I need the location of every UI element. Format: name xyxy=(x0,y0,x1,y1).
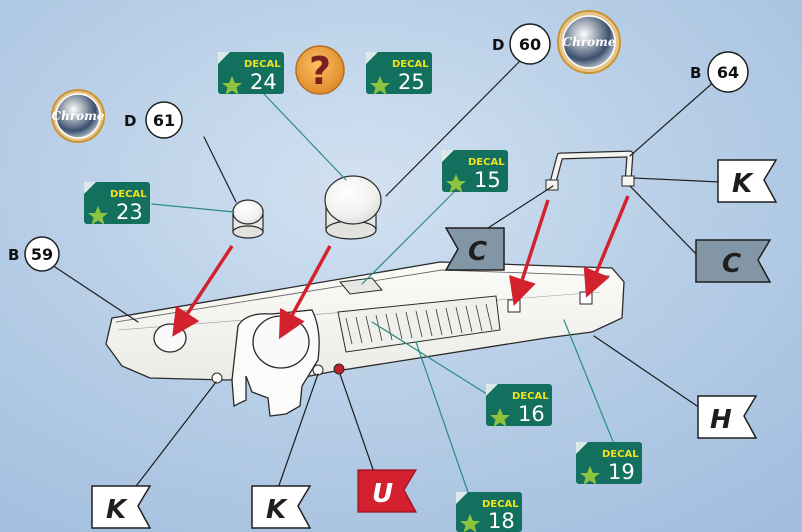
decal-label: DECAL xyxy=(512,391,549,402)
flag-letter: U xyxy=(372,479,393,509)
callout-number: 61 xyxy=(153,111,175,130)
decal-label: DECAL xyxy=(602,449,639,460)
callout-letter: D xyxy=(124,112,136,130)
decal-number: 18 xyxy=(488,509,515,532)
paint-flag-c-right: C xyxy=(696,240,770,282)
callout-number: 60 xyxy=(519,35,541,54)
decal-tag-23: DECAL 23 xyxy=(84,182,150,225)
flag-letter: C xyxy=(468,237,487,267)
question-badge: ? xyxy=(296,46,344,94)
decal-tag-18: DECAL 18 xyxy=(456,492,522,532)
flag-letter: C xyxy=(722,249,741,279)
decal-number: 19 xyxy=(608,460,635,484)
decal-label: DECAL xyxy=(468,157,505,168)
mount-hole-left xyxy=(508,300,520,312)
callout-letter: B xyxy=(8,246,19,264)
decal-label: DECAL xyxy=(392,59,429,70)
decal-label: DECAL xyxy=(110,189,147,200)
large-gauge-cap xyxy=(325,176,381,239)
decal-number: 24 xyxy=(250,70,277,94)
decal-tag-15: DECAL 15 xyxy=(442,150,508,193)
chrome-label: Chrome xyxy=(563,35,616,49)
center-gauge-hole xyxy=(253,316,309,368)
decal-tag-25: DECAL 25 xyxy=(366,52,432,95)
chrome-badge-d60: Chrome xyxy=(558,11,620,73)
chrome-label: Chrome xyxy=(52,109,105,123)
decal-number: 15 xyxy=(474,168,501,192)
decal-tag-24: DECAL 24 xyxy=(218,52,284,95)
flag-letter: K xyxy=(106,495,128,525)
callout-number: 59 xyxy=(31,245,53,264)
callout-letter: D xyxy=(492,36,504,54)
small-gauge-cap xyxy=(233,200,263,238)
decal-tag-16: DECAL 16 xyxy=(486,384,552,427)
flag-letter: K xyxy=(266,495,288,525)
decal-label: DECAL xyxy=(244,59,281,70)
decal-tag-19: DECAL 19 xyxy=(576,442,642,485)
flag-letter: K xyxy=(732,169,754,199)
mount-hole-right xyxy=(580,292,592,304)
callout-letter: B xyxy=(690,64,701,82)
knob-red xyxy=(334,364,344,374)
left-gauge-hole xyxy=(154,324,186,352)
chrome-badge-d61: Chrome xyxy=(52,90,105,142)
decal-number: 23 xyxy=(116,200,143,224)
callout-number: 64 xyxy=(717,63,739,82)
knob-left xyxy=(212,373,222,383)
decal-number: 25 xyxy=(398,70,425,94)
question-mark: ? xyxy=(309,49,331,93)
flag-letter: H xyxy=(710,405,732,435)
decal-number: 16 xyxy=(518,402,545,426)
